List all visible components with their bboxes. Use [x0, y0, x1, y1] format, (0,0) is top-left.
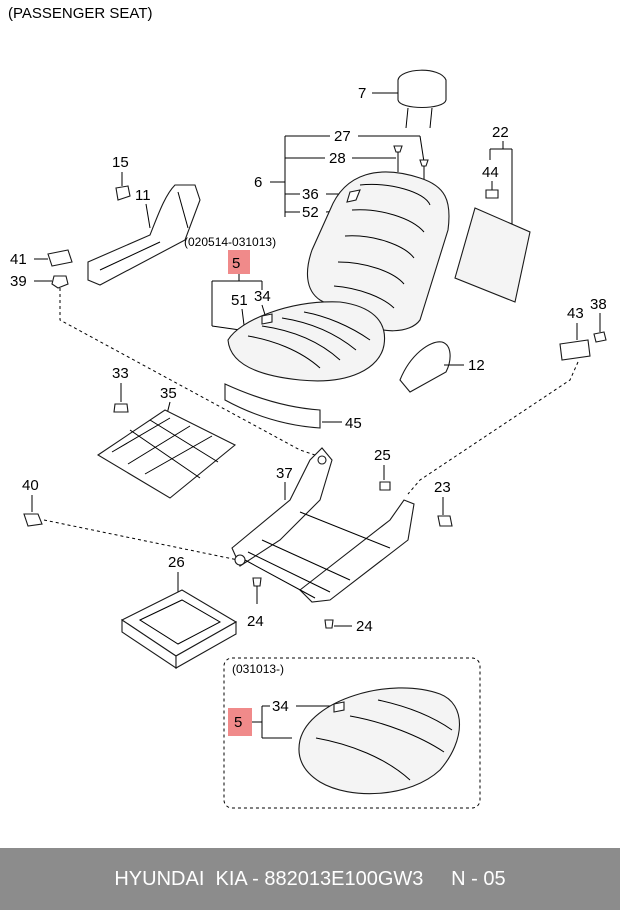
callout-34: 34 [254, 288, 271, 305]
nut-39-part [51, 275, 69, 289]
leader-40 [43, 519, 239, 561]
callout-7: 7 [358, 85, 366, 102]
side-trim-part [87, 184, 201, 286]
seat-track-frame-37-part [231, 447, 415, 603]
cover-41-part [47, 249, 73, 267]
guide-studs [393, 145, 429, 182]
seat-pan-35-part [96, 409, 237, 499]
footer-bar: HYUNDAI KIA - 882013E100GW3 N - 05 [0, 848, 620, 910]
callout-6: 6 [254, 174, 262, 191]
nut-33-part [113, 403, 129, 413]
seat-back-cushion [306, 171, 450, 332]
diagram-title: (PASSENGER SEAT) [8, 5, 152, 22]
callout-35: 35 [160, 385, 177, 402]
callout-41: 41 [10, 251, 27, 268]
period-label-upper: (020514-031013) [184, 235, 276, 249]
callout-44: 44 [482, 164, 499, 181]
callout-45: 45 [345, 415, 362, 432]
front-trim-part [224, 383, 321, 429]
callout-24a: 24 [247, 613, 264, 630]
callout-11: 11 [135, 187, 151, 204]
callout-51: 51 [231, 292, 248, 309]
callout-15: 15 [112, 154, 129, 171]
hinge-cover-43-part [559, 339, 591, 361]
callout-34b: 34 [272, 698, 289, 715]
bolt-40-part [23, 513, 43, 527]
screw-38-part [593, 331, 607, 343]
callout-24b: 24 [356, 618, 373, 635]
clip-44-part [485, 189, 499, 199]
leader-39 [59, 288, 319, 457]
callout-25: 25 [374, 447, 391, 464]
callout-28: 28 [329, 150, 346, 167]
callout-38: 38 [590, 296, 607, 313]
callout-33: 33 [112, 365, 129, 382]
leader-43 [407, 361, 579, 495]
back-board-part [454, 207, 531, 303]
callout-12: 12 [468, 357, 485, 374]
callout-22: 22 [492, 124, 509, 141]
storage-tray-26-part [120, 589, 238, 670]
callout-36: 36 [302, 186, 319, 203]
seat-parts-diagram: (PASSENGER SEAT) 7 27 28 6 36 52 [8, 5, 607, 809]
callout-27: 27 [334, 128, 351, 145]
part-5-highlight [228, 250, 250, 274]
callout-39: 39 [10, 273, 27, 290]
part-5b-highlight [228, 708, 252, 736]
clip-15-part [115, 185, 131, 201]
variant-box [223, 657, 481, 809]
callout-5: 5 [232, 255, 240, 272]
seat-cushion-upper [227, 301, 386, 382]
callout-26: 26 [168, 554, 185, 571]
callout-23: 23 [434, 479, 451, 496]
nut-25-part [379, 481, 391, 491]
period-label-lower: (031013-) [232, 662, 284, 676]
bolt-23-part [437, 515, 453, 527]
headrest-part [397, 69, 447, 129]
seat-cushion-lower [298, 687, 460, 795]
recliner-cover-12-part [399, 341, 451, 393]
callout-52: 52 [302, 204, 319, 221]
callout-5b: 5 [234, 714, 242, 731]
callout-43: 43 [567, 305, 584, 322]
callout-37: 37 [276, 465, 293, 482]
footer-part-number: HYUNDAI KIA - 882013E100GW3 N - 05 [114, 867, 506, 890]
callout-40: 40 [22, 477, 39, 494]
bolt-24b-part [324, 619, 334, 629]
bolt-24a-part [252, 577, 262, 587]
